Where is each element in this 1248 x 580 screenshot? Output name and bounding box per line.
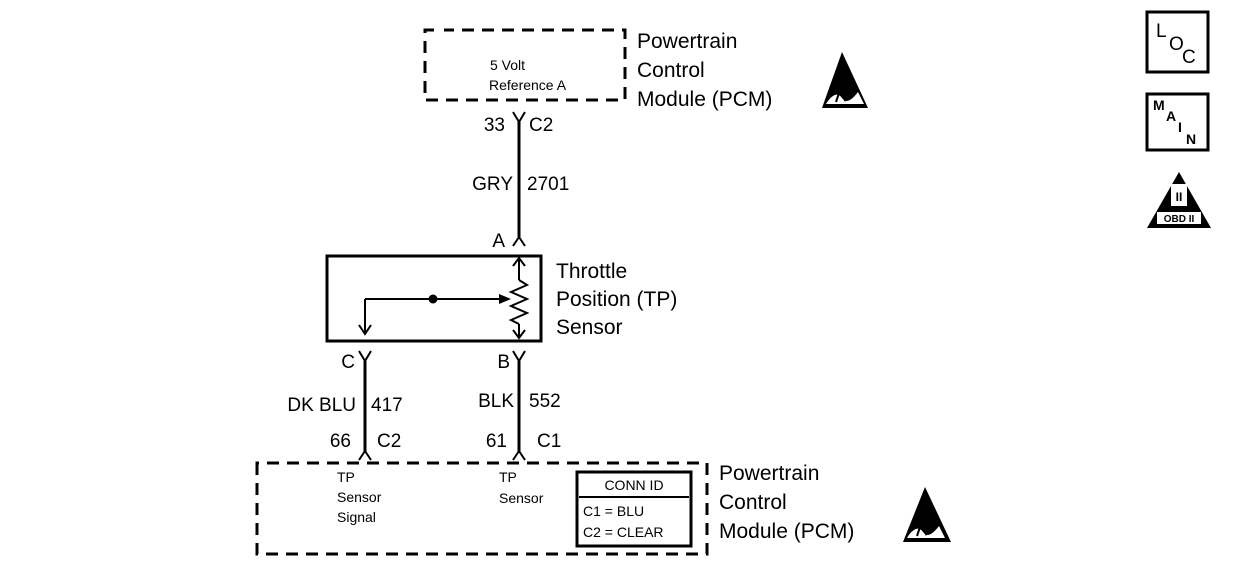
- pcm-bottom-label-line-1: Powertrain: [719, 462, 819, 485]
- wire-signal-circuit: 417: [371, 395, 403, 416]
- tp-terminal-b: B: [497, 352, 510, 373]
- signal-line-3: Signal: [337, 509, 376, 525]
- pcm-top-boundary: [423, 28, 627, 102]
- pcm-top-circuit-line-2: Reference A: [489, 77, 567, 93]
- esd-warning-icon: [903, 487, 951, 542]
- ground-line-1: TP: [499, 469, 517, 485]
- conn-id-title: CONN ID: [604, 477, 663, 493]
- wire-ref-color: GRY: [472, 174, 513, 195]
- conn-id-row-2: C2 = CLEAR: [583, 524, 664, 540]
- obd-numeral: II: [1176, 190, 1183, 204]
- main-badge: M A I N: [1145, 92, 1210, 152]
- obd-label: OBD II: [1164, 214, 1195, 225]
- tp-terminal-c: C: [341, 352, 355, 373]
- loc-letter-3: C: [1182, 47, 1196, 68]
- connector-33-c2: 33 C2: [484, 111, 553, 136]
- connector-66-c2: 66 C2: [330, 431, 401, 461]
- ground-pin: 61: [486, 431, 507, 452]
- tp-label-line-2: Position (TP): [556, 288, 677, 311]
- terminal-a-pin: [512, 235, 526, 247]
- loc-badge: L O C: [1145, 10, 1210, 74]
- signal-line-2: Sensor: [337, 489, 382, 505]
- ground-line-2: Sensor: [499, 490, 544, 506]
- tp-terminal-a: A: [492, 231, 505, 252]
- wire-ref-circuit: 2701: [527, 174, 569, 195]
- pcm-top-label-line-1: Powertrain: [637, 30, 737, 53]
- signal-line-1: TP: [337, 469, 355, 485]
- connector-61-c1: 61 C1: [486, 431, 561, 461]
- conn-id-row-1: C1 = BLU: [583, 503, 644, 519]
- terminal-c-pin: [358, 350, 372, 363]
- wire-ground-color: BLK: [478, 391, 514, 412]
- pcm-top-connector: C2: [529, 115, 553, 136]
- loc-letter-1: L: [1156, 21, 1167, 42]
- tp-label-line-1: Throttle: [556, 260, 627, 283]
- loc-letter-2: O: [1169, 34, 1184, 55]
- main-letter-2: A: [1166, 108, 1176, 124]
- pcm-top-pin: 33: [484, 115, 505, 136]
- pcm-top-circuit-line-1: 5 Volt: [490, 57, 525, 73]
- wire-signal-color: DK BLU: [287, 395, 356, 416]
- pcm-top-label-line-3: Module (PCM): [637, 88, 772, 111]
- signal-connector: C2: [377, 431, 401, 452]
- pcm-bottom-boundary: [255, 461, 709, 556]
- terminal-b-pin: [512, 350, 526, 363]
- main-letter-4: N: [1186, 131, 1196, 147]
- signal-pin: 66: [330, 431, 351, 452]
- conn-id-table: CONN ID C1 = BLU C2 = CLEAR: [575, 470, 693, 548]
- obd-badge: II OBD II: [1147, 172, 1211, 228]
- pcm-bottom-label-line-2: Control: [719, 491, 787, 514]
- main-letter-3: I: [1178, 119, 1182, 135]
- tp-sensor: Throttle Position (TP) Sensor: [325, 254, 677, 343]
- wire-ground-circuit: 552: [529, 391, 561, 412]
- esd-warning-icon: [822, 52, 868, 108]
- pcm-bottom: TP Sensor Signal TP Sensor CONN ID C1 = …: [255, 461, 951, 556]
- tp-resistor: [508, 279, 530, 325]
- tp-label-line-3: Sensor: [556, 316, 623, 339]
- pcm-bottom-label-line-3: Module (PCM): [719, 520, 854, 543]
- tp-sensor-housing: [325, 254, 543, 343]
- pcm-top-label-line-2: Control: [637, 59, 705, 82]
- main-letter-1: M: [1153, 97, 1165, 113]
- ground-connector: C1: [537, 431, 561, 452]
- pcm-top: 5 Volt Reference A Powertrain Control Mo…: [423, 28, 868, 111]
